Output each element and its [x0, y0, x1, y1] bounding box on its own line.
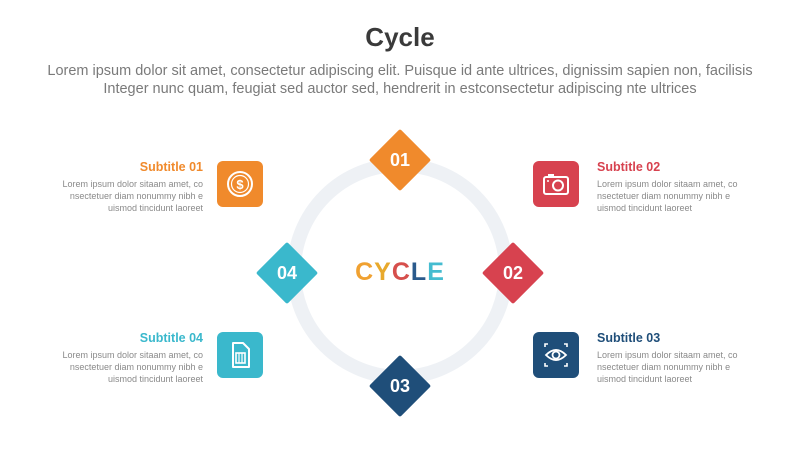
item-01-body-line: uismod tincidunt laoreet	[107, 203, 203, 213]
svg-text:$: $	[236, 177, 244, 192]
step-03-number: 03	[389, 376, 411, 396]
item-02-icon-box	[533, 161, 579, 207]
item-02-body-line: nsectetuer diam nonummy nibh e	[597, 191, 731, 201]
item-03-icon-box	[533, 332, 579, 378]
center-cycle-text: CYCLE	[330, 258, 470, 287]
item-02-text: Subtitle 02 Lorem ipsum dolor sitaam ame…	[597, 160, 747, 214]
eye-icon	[544, 343, 568, 367]
description-line-2: Integer nunc quam, feugiat sed auctor se…	[103, 81, 697, 97]
sim-card-icon	[232, 342, 250, 368]
item-04-body-line: Lorem ipsum dolor sitaam amet, co	[62, 350, 203, 360]
item-01-icon-box: $	[217, 161, 263, 207]
center-letter: Y	[374, 258, 392, 286]
item-03-body-line: uismod tincidunt laoreet	[597, 374, 693, 384]
center-letter: E	[427, 258, 445, 286]
step-02-number: 02	[502, 263, 524, 283]
item-03-subtitle: Subtitle 03	[597, 331, 661, 345]
page-description: Lorem ipsum dolor sit amet, consectetur …	[40, 62, 760, 98]
step-04-number: 04	[276, 263, 298, 283]
item-04-text: Subtitle 04 Lorem ipsum dolor sitaam ame…	[53, 331, 203, 385]
item-01-text: Subtitle 01 Lorem ipsum dolor sitaam ame…	[53, 160, 203, 214]
step-01-number: 01	[389, 150, 411, 170]
item-01-body-line: Lorem ipsum dolor sitaam amet, co	[62, 179, 203, 189]
center-letter: C	[355, 258, 375, 286]
camera-icon	[543, 174, 569, 195]
center-letter: C	[391, 258, 411, 286]
item-03-body-line: nsectetuer diam nonummy nibh e	[597, 362, 731, 372]
item-04-icon-box	[217, 332, 263, 378]
item-02-subtitle: Subtitle 02	[597, 160, 661, 174]
dollar-coin-icon: $	[227, 171, 253, 197]
item-02-body-line: Lorem ipsum dolor sitaam amet, co	[597, 179, 738, 189]
item-04-subtitle: Subtitle 04	[139, 331, 203, 345]
description-line-1: Lorem ipsum dolor sit amet, consectetur …	[47, 63, 753, 79]
item-03-body-line: Lorem ipsum dolor sitaam amet, co	[597, 350, 738, 360]
item-03-text: Subtitle 03 Lorem ipsum dolor sitaam ame…	[597, 331, 747, 385]
item-01-body-line: nsectetuer diam nonummy nibh e	[69, 191, 203, 201]
item-04-body-line: nsectetuer diam nonummy nibh e	[69, 362, 203, 372]
item-04-body-line: uismod tincidunt laoreet	[107, 374, 203, 384]
item-02-body-line: uismod tincidunt laoreet	[597, 203, 693, 213]
center-letter: L	[410, 258, 428, 286]
item-01-subtitle: Subtitle 01	[139, 160, 203, 174]
page-title: Cycle	[365, 22, 435, 52]
